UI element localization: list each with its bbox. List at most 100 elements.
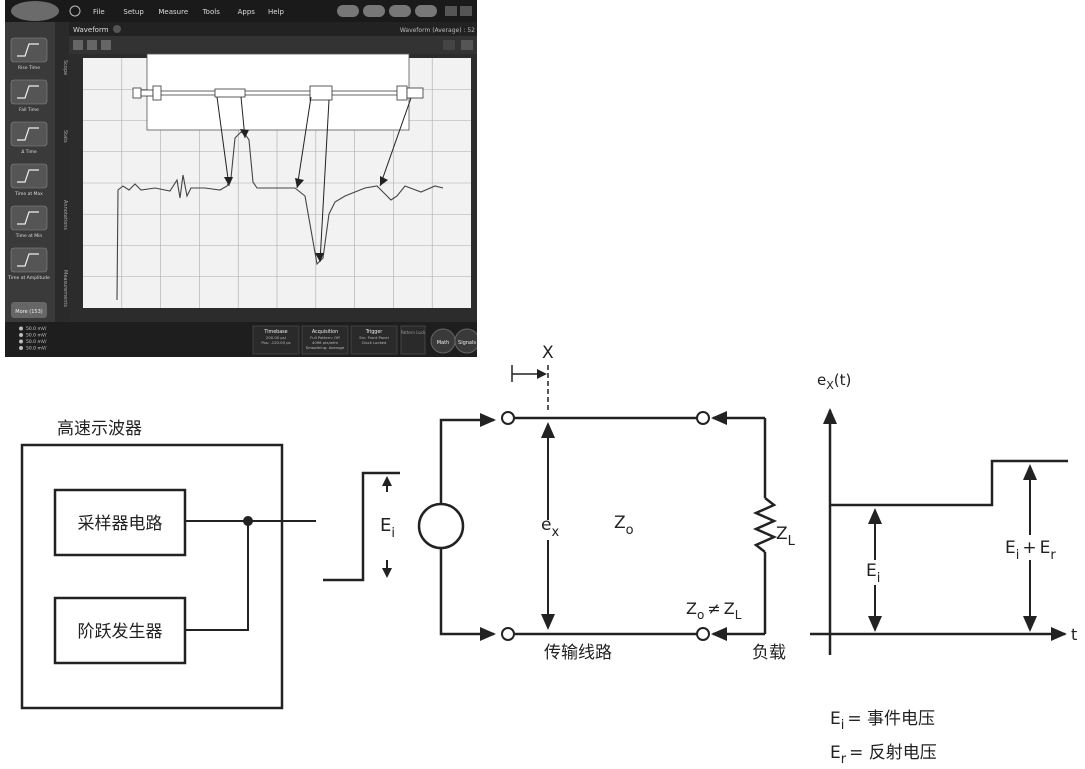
channel-dot[interactable]: [19, 326, 23, 331]
side-tab-1[interactable]: Stats: [62, 130, 68, 143]
stop-button[interactable]: [389, 5, 411, 17]
mismatch-label: Zo≠ZL: [686, 599, 742, 622]
math-label: Math: [437, 340, 450, 346]
plot-sum-label: Ei+Er: [1005, 538, 1056, 563]
meas-glyph-icon: [17, 127, 39, 141]
bottom-panel-line: Smoothing: Average: [306, 345, 345, 350]
signal-source: [417, 502, 465, 550]
menu-item-setup[interactable]: Setup: [123, 8, 144, 16]
bottom-panel-title: Timebase: [263, 329, 287, 335]
load-resistor: [752, 497, 778, 553]
step-pulse: [323, 471, 400, 582]
more-button-label: More (153): [15, 309, 42, 315]
sampler-box: [53, 488, 187, 557]
sun-icon[interactable]: [69, 5, 81, 17]
bottom-panel-line: Pos: -120.00 ps: [261, 340, 290, 345]
meas-glyph-icon: [17, 169, 39, 183]
sampler-label: 采样器电路: [78, 514, 163, 534]
logo-badge: [11, 1, 59, 21]
meas-glyph-icon: [17, 253, 39, 267]
bottom-bar: [5, 322, 477, 357]
bottom-panel-line: Full Pattern: Off: [310, 335, 340, 340]
channel-scale: 50.0 mV/: [26, 346, 47, 352]
run-button[interactable]: [337, 5, 359, 17]
cable-drawing: [132, 85, 424, 101]
x-label: X: [542, 343, 554, 363]
menu-item-apps[interactable]: Apps: [238, 8, 256, 16]
bottom-panel-title: Acquisition: [312, 329, 338, 335]
side-tab-3[interactable]: Measurements: [62, 270, 68, 307]
toolbar-button-2[interactable]: [87, 40, 97, 50]
status-text: Waveform (Average) : 52: [400, 27, 475, 34]
window-add-icon[interactable]: [113, 25, 121, 33]
bottom-panel-line: Src: Front Panel: [359, 335, 389, 340]
meas-button-label: Time at Amplitude: [7, 275, 50, 281]
menu-item-help[interactable]: Help: [268, 8, 285, 16]
transmission-line-label: 传输线路: [544, 643, 612, 663]
close-icon[interactable]: [460, 6, 472, 16]
meas-glyph-icon: [17, 85, 39, 99]
pattern-lock-button[interactable]: [400, 325, 426, 355]
legend-incident: Ei= 事件电压: [830, 709, 935, 733]
menu-item-file[interactable]: File: [93, 8, 105, 16]
bottom-panel-line: 200.00 ps/: [266, 335, 287, 340]
menu-icon[interactable]: [461, 40, 473, 50]
meas-button-label: Rise Time: [18, 65, 40, 71]
zo-label: Zo: [614, 513, 634, 538]
side-tab-2[interactable]: Annotations: [62, 200, 68, 230]
channel-dot[interactable]: [19, 333, 23, 337]
legend-reflected: Er= 反射电压: [830, 743, 937, 767]
step-generator-label: 阶跃发生器: [78, 622, 163, 642]
side-tab-0[interactable]: Scope: [62, 60, 68, 75]
camera-icon[interactable]: [443, 40, 455, 50]
window-label: Waveform: [73, 26, 109, 34]
scope-box: [20, 443, 284, 710]
more-button[interactable]: [11, 302, 47, 318]
bottom-panel-2[interactable]: [350, 325, 398, 355]
toolbar-button-1[interactable]: [73, 40, 83, 50]
line-terminal-tr: [696, 411, 710, 425]
ex-label: ex: [541, 515, 559, 540]
zl-label: ZL: [776, 524, 796, 549]
plot-ei-label: Ei: [866, 561, 880, 586]
source-top-wire: [439, 413, 496, 504]
bottom-panel-1[interactable]: [301, 325, 349, 355]
toolbar-button-3[interactable]: [101, 40, 111, 50]
line-terminal-tl: [501, 411, 515, 425]
menu-items: File Setup Measure Tools Apps Help: [93, 8, 285, 16]
pattern-lock-label: Pattern Lock: [401, 330, 426, 335]
meas-glyph-icon: [17, 211, 39, 225]
meas-button-label: Δ Time: [21, 149, 37, 155]
source-bottom-wire: [439, 548, 496, 641]
inset-arrowheads: [224, 129, 388, 262]
signals-label: Signals: [458, 340, 476, 346]
clear-button[interactable]: [415, 5, 437, 17]
channel-dot[interactable]: [19, 339, 23, 344]
junction-dot: [243, 516, 253, 526]
meas-button-label: Time at Min: [15, 233, 43, 239]
channel-dot[interactable]: [19, 346, 23, 350]
channel-scale: 50.0 mV/: [26, 339, 47, 345]
tdr-waveform: [116, 131, 444, 301]
waveform-toolbar: [69, 36, 477, 54]
minimize-icon[interactable]: [445, 6, 457, 16]
menu-item-tools[interactable]: Tools: [202, 8, 221, 16]
bottom-panel-0[interactable]: [252, 325, 300, 355]
channel-list: 50.0 mV/50.0 mV/50.0 mV/50.0 mV/: [19, 326, 47, 352]
ei-label: Ei: [380, 515, 395, 541]
waveform-header: [69, 22, 477, 36]
menu-item-measure[interactable]: Measure: [158, 8, 188, 16]
bottom-panel-line: Clock Locked: [362, 340, 387, 345]
plot-response-curve: [830, 459, 1068, 507]
single-button[interactable]: [363, 5, 385, 17]
signals-button[interactable]: [454, 328, 477, 354]
meas-button-label: Time at Max: [14, 191, 43, 197]
meas-button-label: Fall Time: [19, 107, 39, 113]
channel-scale: 50.0 mV/: [26, 326, 47, 332]
